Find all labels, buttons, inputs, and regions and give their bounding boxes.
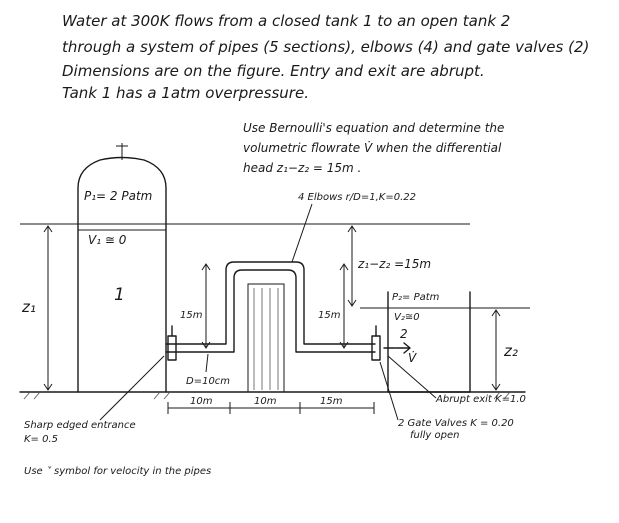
entrance-label-line-1: Sharp edged entrance	[24, 420, 136, 431]
head-label: z₁−z₂ =15m	[357, 257, 431, 271]
velocity-symbol-note: Use ˅ symbol for velocity in the pipes	[24, 465, 211, 477]
z1-label: z₁	[21, 298, 36, 316]
rise-left-arrowheads	[201, 263, 211, 349]
rise-right-arrowheads	[339, 263, 349, 349]
task-line-2: volumetric flowrate V̇ when the differen…	[243, 141, 502, 155]
pipe-inner-wall	[165, 269, 376, 353]
task-line-3: head z₁−z₂ = 15m .	[243, 161, 361, 175]
tank-2	[387, 291, 471, 393]
ground-hatching	[23, 391, 511, 400]
entrance-leader-line	[99, 355, 165, 421]
tank1-pressure-label: P₁= 2 Patm	[84, 189, 152, 203]
diameter-leader-line	[205, 353, 209, 373]
flow-arrow	[395, 342, 411, 354]
z2-arrowheads	[491, 309, 501, 391]
elbows-leader-line	[291, 203, 313, 263]
diameter-label: D=10cm	[186, 376, 230, 387]
support-block-shading	[253, 288, 279, 390]
pipe-outer-wall	[165, 261, 376, 345]
problem-line-4: Tank 1 has a 1atm overpressure.	[62, 84, 309, 102]
tank1-number: 1	[114, 285, 125, 305]
problem-line-3: Dimensions are on the figure. Entry and …	[62, 62, 485, 80]
entrance-label-line-2: K= 0.5	[24, 434, 58, 445]
z2-label: z₂	[503, 342, 518, 360]
problem-line-2: through a system of pipes (5 sections), …	[62, 38, 589, 56]
exit-leader-line	[387, 355, 437, 399]
gate-valve-left	[167, 325, 177, 361]
length-3-label: 15m	[320, 396, 343, 407]
support-block	[247, 283, 285, 393]
valves-leader-line	[379, 361, 399, 421]
rise-left-label: 15m	[180, 310, 203, 321]
exit-label: Abrupt exit K=1.0	[435, 394, 526, 405]
tank2-velocity-label: V₂≅0	[394, 312, 420, 323]
tank2-pressure-label: P₂= Patm	[392, 292, 440, 303]
task-line-1: Use Bernoulli's equation and determine t…	[243, 121, 504, 135]
gate-valve-right	[371, 325, 381, 361]
tank1-velocity-label: V₁ ≅ 0	[88, 233, 127, 247]
z1-arrowheads	[43, 225, 53, 391]
length-2-label: 10m	[254, 396, 277, 407]
length-1-label: 10m	[190, 396, 213, 407]
length-dimension-ticks	[167, 402, 375, 414]
tank2-number: 2	[400, 327, 408, 341]
rise-right-label: 15m	[318, 310, 341, 321]
valves-label-line-2: fully open	[410, 430, 459, 441]
elbows-label: 4 Elbows r/D=1,K=0.22	[298, 192, 416, 203]
flow-rate-symbol: V̇	[408, 351, 417, 365]
valves-label-line-1: 2 Gate Valves K = 0.20	[398, 418, 514, 429]
head-arrowheads	[347, 225, 357, 307]
problem-line-1: Water at 300K flows from a closed tank 1…	[62, 12, 510, 30]
